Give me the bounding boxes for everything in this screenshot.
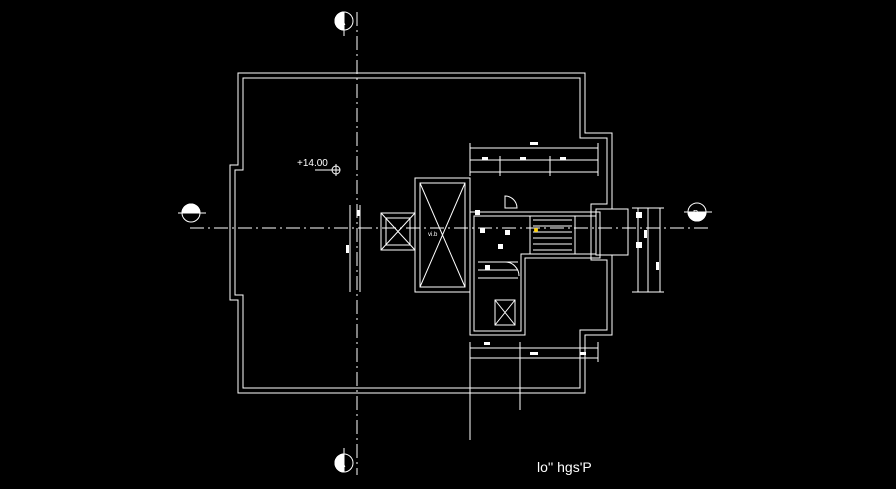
accent-marker — [534, 228, 538, 232]
roof-outline — [229, 72, 613, 394]
dimension-ticks — [346, 142, 659, 355]
level-symbol — [315, 164, 341, 176]
axis-marker-top-text: A — [340, 18, 346, 27]
small-label: vi.b — [428, 232, 438, 238]
level-label: +14.00 — [297, 158, 328, 169]
dimension-lines-right — [612, 207, 664, 293]
axis-marker-bottom — [334, 448, 354, 473]
axis-marker-right-text: B — [693, 209, 698, 218]
drawing-title: lo'' hgs'P — [537, 459, 592, 475]
skylight — [414, 177, 471, 293]
dimension-lines-bottom — [469, 342, 599, 440]
roof-vent-left — [380, 212, 416, 251]
dimension-lines-left — [349, 205, 361, 292]
axis-marker-right — [684, 202, 712, 222]
axis-marker-left — [178, 203, 206, 223]
dimension-lines-top — [469, 143, 599, 176]
axis-marker-top — [334, 11, 354, 36]
axis-marker-bottom-text: A — [340, 460, 346, 469]
stair-core — [469, 195, 601, 336]
